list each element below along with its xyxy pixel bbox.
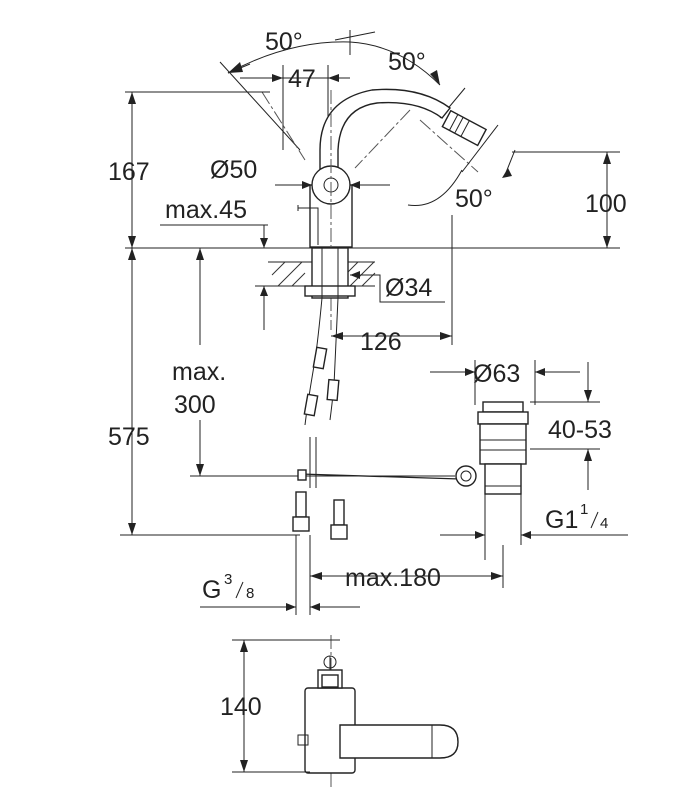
dimension-40-53 [530, 362, 600, 490]
dimension-575-label: 575 [108, 423, 150, 451]
dimension-diameter-50-label: Ø50 [210, 156, 257, 184]
svg-text:126: 126 [360, 328, 402, 356]
dimension-diameter-34 [350, 271, 445, 303]
dimension-max-45-label: max.45 [165, 196, 247, 224]
deck-section [268, 247, 376, 299]
dimension-167 [125, 91, 270, 248]
svg-text:max.: max. [172, 358, 226, 386]
dimension-47-label: 47 [288, 65, 316, 93]
dimension-max-300-label: max. 300 [172, 358, 226, 419]
dimension-diameter-63 [430, 360, 580, 405]
dimension-max-45 [160, 224, 300, 330]
dimension-max-180 [310, 545, 504, 588]
flexible-hoses [303, 297, 340, 426]
dimension-140-label: 140 [220, 693, 262, 721]
svg-text:140: 140 [220, 693, 262, 721]
svg-text:50°: 50° [265, 28, 303, 56]
swivel-right-angle-label: 50° [388, 48, 426, 76]
dimension-diameter-50 [275, 181, 390, 189]
svg-text:3: 3 [224, 571, 232, 588]
dimension-diameter-63-label: Ø63 [473, 360, 520, 388]
svg-text:G1: G1 [545, 506, 578, 534]
svg-text:575: 575 [108, 423, 150, 451]
dimension-waste-thread-label: G1 1 4 [545, 501, 608, 534]
dimension-126 [331, 215, 453, 345]
svg-text:4: 4 [600, 515, 608, 532]
swivel-angle-arcs [219, 30, 466, 151]
faucet-plan-view [297, 635, 459, 790]
swivel-left-angle-label: 50° [265, 28, 303, 56]
svg-text:max.45: max.45 [165, 196, 247, 224]
spout-tilt-angle-label: 50° [455, 185, 493, 213]
waste-assembly [455, 401, 529, 560]
dimension-diameter-34-label: Ø34 [385, 274, 432, 302]
spout-tilt-angle-arc [407, 124, 516, 207]
dimension-waste-thread [440, 531, 628, 539]
inlet-hoses [292, 491, 348, 540]
dimension-max-180-label: max.180 [345, 564, 441, 592]
dimension-47 [240, 65, 350, 150]
svg-text:Ø34: Ø34 [385, 274, 432, 302]
dimension-max-300 [185, 247, 210, 476]
svg-text:Ø63: Ø63 [473, 360, 520, 388]
dimension-140 [232, 639, 340, 773]
dimension-inlet-thread [200, 535, 360, 615]
svg-text:1: 1 [580, 501, 588, 518]
svg-text:40-53: 40-53 [548, 416, 612, 444]
svg-text:300: 300 [174, 391, 216, 419]
svg-text:8: 8 [246, 585, 254, 602]
dimension-167-label: 167 [108, 158, 150, 186]
dimension-126-label: 126 [360, 328, 402, 356]
dimension-inlet-thread-label: G 3 8 [202, 571, 254, 604]
svg-text:max.180: max.180 [345, 564, 441, 592]
svg-text:Ø50: Ø50 [210, 156, 257, 184]
svg-text:50°: 50° [455, 185, 493, 213]
dimension-100 [512, 151, 620, 248]
svg-text:50°: 50° [388, 48, 426, 76]
dimension-100-label: 100 [585, 190, 627, 218]
popup-linkage-rod [190, 437, 461, 488]
svg-text:G: G [202, 576, 221, 604]
svg-text:100: 100 [585, 190, 627, 218]
svg-text:167: 167 [108, 158, 150, 186]
dimension-575 [120, 248, 300, 536]
faucet-side-view [261, 88, 488, 330]
dimension-40-53-label: 40-53 [548, 416, 612, 444]
svg-text:47: 47 [288, 65, 316, 93]
